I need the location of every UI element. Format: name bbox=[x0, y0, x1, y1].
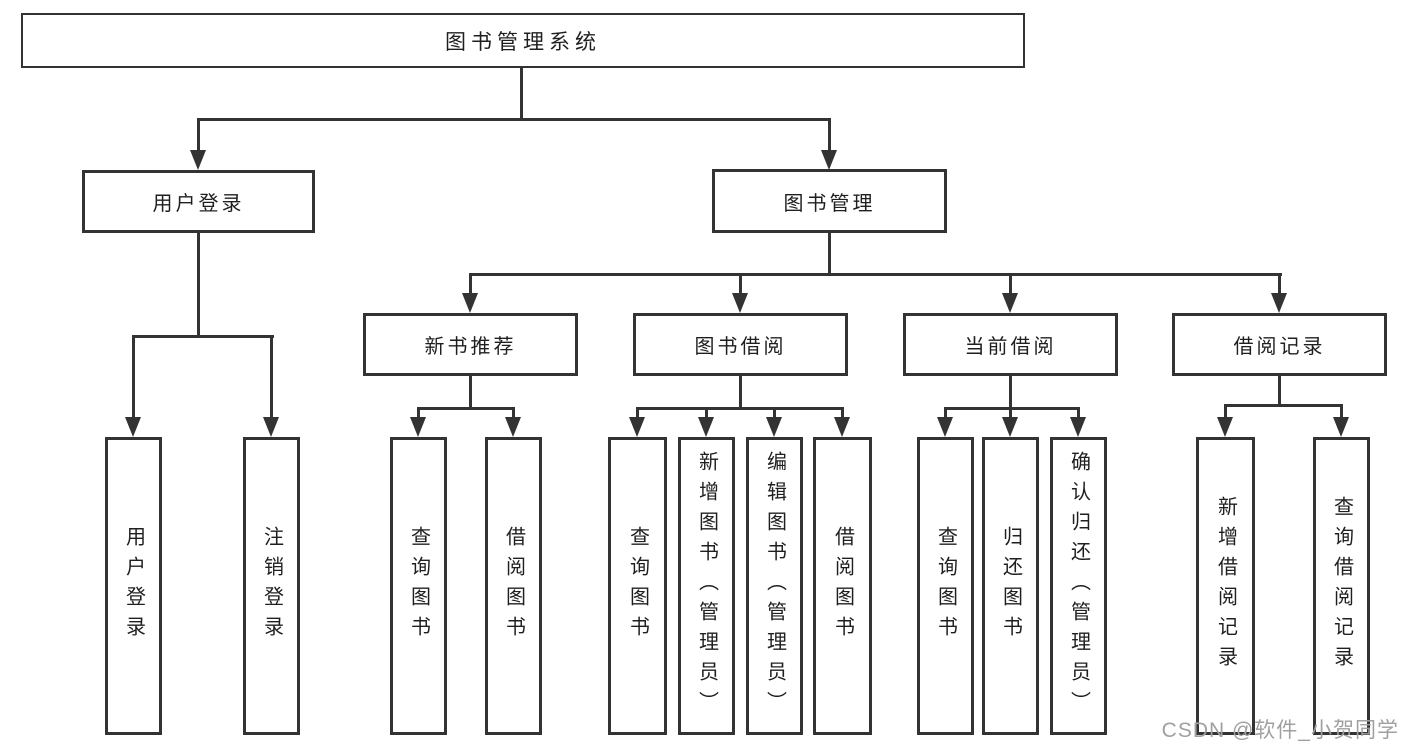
arrowhead-bor-query bbox=[629, 417, 645, 437]
connector-drop-current bbox=[1009, 275, 1012, 295]
connector-current-hbar bbox=[944, 407, 1080, 410]
arrowhead-leaf-logout bbox=[263, 417, 279, 437]
connector-drop-user-login bbox=[197, 120, 200, 153]
connector-drop-rec-add-record bbox=[1224, 406, 1227, 418]
leaf-return-books: 归还图书 bbox=[982, 437, 1039, 735]
arrowhead-bor-borrow bbox=[834, 417, 850, 437]
leaf-user-login: 用户登录 bbox=[105, 437, 162, 735]
connector-mgmt-hbar bbox=[469, 273, 1282, 276]
connector-drop-borrowing bbox=[739, 275, 742, 295]
connector-root-hbar bbox=[197, 118, 831, 121]
node-book-borrowing: 图书借阅 bbox=[633, 313, 848, 376]
arrowhead-current bbox=[1002, 293, 1018, 313]
connector-drop-leaf-logout bbox=[270, 337, 273, 419]
arrowhead-cur-query bbox=[937, 417, 953, 437]
connector-drop-bor-borrow bbox=[841, 409, 844, 419]
leaf-borrow-books-recommend: 借阅图书 bbox=[485, 437, 542, 735]
arrowhead-user-login bbox=[190, 150, 206, 170]
connector-borrowing-stem bbox=[739, 376, 742, 407]
connector-current-stem bbox=[1009, 376, 1012, 407]
connector-drop-rec-borrow bbox=[512, 409, 515, 419]
arrowhead-borrowing bbox=[732, 293, 748, 313]
connector-drop-cur-return bbox=[1009, 409, 1012, 419]
arrowhead-rec-add-record bbox=[1217, 417, 1233, 437]
arrowhead-rec-borrow bbox=[505, 417, 521, 437]
leaf-query-books-recommend: 查询图书 bbox=[390, 437, 447, 735]
leaf-query-borrow-record: 查询借阅记录 bbox=[1313, 437, 1370, 735]
connector-borrowing-hbar bbox=[636, 407, 844, 410]
arrowhead-leaf-user-login bbox=[125, 417, 141, 437]
leaf-confirm-return-admin: 确认归还（管理员） bbox=[1050, 437, 1107, 735]
connector-drop-rec-query bbox=[417, 409, 420, 419]
arrowhead-book-management bbox=[821, 150, 837, 170]
connector-recommend-stem bbox=[469, 376, 472, 407]
connector-login-stem bbox=[197, 233, 200, 335]
connector-drop-book-management bbox=[828, 120, 831, 153]
connector-drop-bor-add bbox=[705, 409, 708, 419]
leaf-borrow-books: 借阅图书 bbox=[813, 437, 872, 735]
arrowhead-rec-query bbox=[410, 417, 426, 437]
arrowhead-rec-query-record bbox=[1333, 417, 1349, 437]
connector-recommend-hbar bbox=[417, 407, 515, 410]
node-book-management: 图书管理 bbox=[712, 169, 947, 233]
arrowhead-cur-return bbox=[1002, 417, 1018, 437]
node-new-book-recommend: 新书推荐 bbox=[363, 313, 578, 376]
node-library-system: 图书管理系统 bbox=[21, 13, 1025, 68]
arrowhead-bor-add bbox=[698, 417, 714, 437]
arrowhead-cur-confirm bbox=[1070, 417, 1086, 437]
node-current-borrowing: 当前借阅 bbox=[903, 313, 1118, 376]
arrowhead-records bbox=[1271, 293, 1287, 313]
node-user-login: 用户登录 bbox=[82, 170, 315, 233]
arrowhead-recommend bbox=[462, 293, 478, 313]
connector-drop-cur-query bbox=[944, 409, 947, 419]
leaf-logout: 注销登录 bbox=[243, 437, 300, 735]
leaf-add-books-admin: 新增图书（管理员） bbox=[678, 437, 735, 735]
connector-drop-leaf-user-login bbox=[132, 337, 135, 419]
connector-root-stem bbox=[520, 68, 523, 121]
connector-mgmt-stem bbox=[828, 233, 831, 273]
connector-drop-cur-confirm bbox=[1077, 409, 1080, 419]
connector-records-hbar bbox=[1224, 404, 1343, 407]
connector-drop-bor-edit bbox=[773, 409, 776, 419]
csdn-watermark: CSDN @软件_小贺同学 bbox=[1161, 719, 1399, 742]
connector-login-hbar bbox=[132, 335, 274, 338]
leaf-edit-books-admin: 编辑图书（管理员） bbox=[746, 437, 803, 735]
leaf-add-borrow-record: 新增借阅记录 bbox=[1196, 437, 1255, 735]
connector-drop-records bbox=[1278, 275, 1281, 295]
connector-drop-rec-query-record bbox=[1340, 406, 1343, 418]
arrowhead-bor-edit bbox=[766, 417, 782, 437]
connector-records-stem bbox=[1278, 376, 1281, 406]
connector-drop-bor-query bbox=[636, 409, 639, 419]
leaf-query-books-current: 查询图书 bbox=[917, 437, 974, 735]
connector-drop-recommend bbox=[469, 275, 472, 295]
leaf-query-books-borrow: 查询图书 bbox=[608, 437, 667, 735]
node-borrowing-records: 借阅记录 bbox=[1172, 313, 1387, 376]
